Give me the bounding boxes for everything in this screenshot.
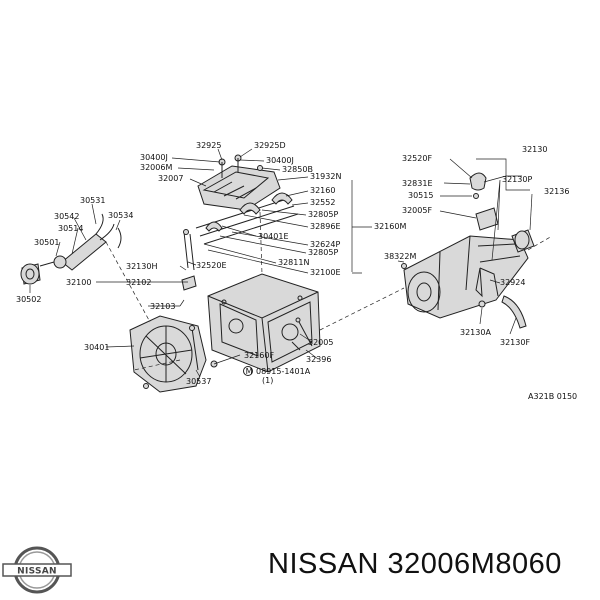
label-32130p: 32130P [502,175,532,184]
label-32396: 32396 [306,355,331,364]
label-32924: 32924 [500,278,525,287]
label-30400j-left: 30400J [140,153,168,162]
label-30401e: 30401E [258,232,289,241]
label-31932n: 31932N [310,172,341,181]
label-32624p: 32624P [310,240,340,249]
label-38322m: 38322M [384,252,416,261]
label-32005: 32005 [308,338,333,347]
label-32006m: 32006M [140,163,172,172]
label-30542: 30542 [54,212,79,221]
label-32007: 32007 [158,174,183,183]
label-30401: 30401 [84,343,109,352]
label-08915-1401a: 08915-1401A [256,367,311,376]
label-32160f: 32160F [244,351,274,360]
extension-housing [403,229,535,319]
label-32520f: 32520F [402,154,432,163]
label-32896e: 32896E [310,222,341,231]
svg-text:M: M [246,367,253,376]
label-30534: 30534 [108,211,133,220]
label-32160m: 32160M [374,222,406,231]
label-08915-qty: (1) [262,376,273,385]
label-30501: 30501 [34,238,59,247]
label-32100: 32100 [66,278,91,287]
label-32552: 32552 [310,198,335,207]
label-30531: 30531 [80,196,105,205]
part-labels: 32925 32925D 30400J 30400J 32006M 32850B… [16,141,577,401]
label-30502: 30502 [16,295,41,304]
label-32130a: 32130A [460,328,491,337]
shift-cover-assembly [197,154,281,211]
label-32100e: 32100E [310,268,341,277]
label-32805p-a: 32805P [308,210,338,219]
label-a321b-0150: A321B 0150 [528,392,577,401]
clutch-housing [129,315,207,393]
label-32160: 32160 [310,186,335,195]
label-32811n: 32811N [278,258,309,267]
label-32850b: 32850B [282,165,313,174]
label-32520e: 32520E [196,261,227,270]
transmission-case [207,273,321,373]
label-32925: 32925 [196,141,221,150]
label-32831e: 32831E [402,179,433,188]
label-32103: 32103 [150,302,175,311]
label-30537: 30537 [186,377,211,386]
speedometer-parts [401,172,527,329]
label-32130: 32130 [522,145,547,154]
label-30514: 30514 [58,224,83,233]
misc-hardware: M [189,317,313,376]
label-32136: 32136 [544,187,569,196]
nissan-logo: NISSAN [2,546,72,594]
label-32102: 32102 [126,278,151,287]
label-32925d: 32925D [254,141,286,150]
label-32805p-b: 32805P [308,248,338,257]
label-32130h: 32130H [126,262,157,271]
label-32005f: 32005F [402,206,432,215]
label-30400j-right: 30400J [266,156,294,165]
leader-lines [29,148,533,378]
part-number-title: NISSAN 32006M8060 [268,548,562,580]
label-30515: 30515 [408,191,433,200]
nissan-logo-text: NISSAN [17,567,57,577]
label-32130f: 32130F [500,338,530,347]
